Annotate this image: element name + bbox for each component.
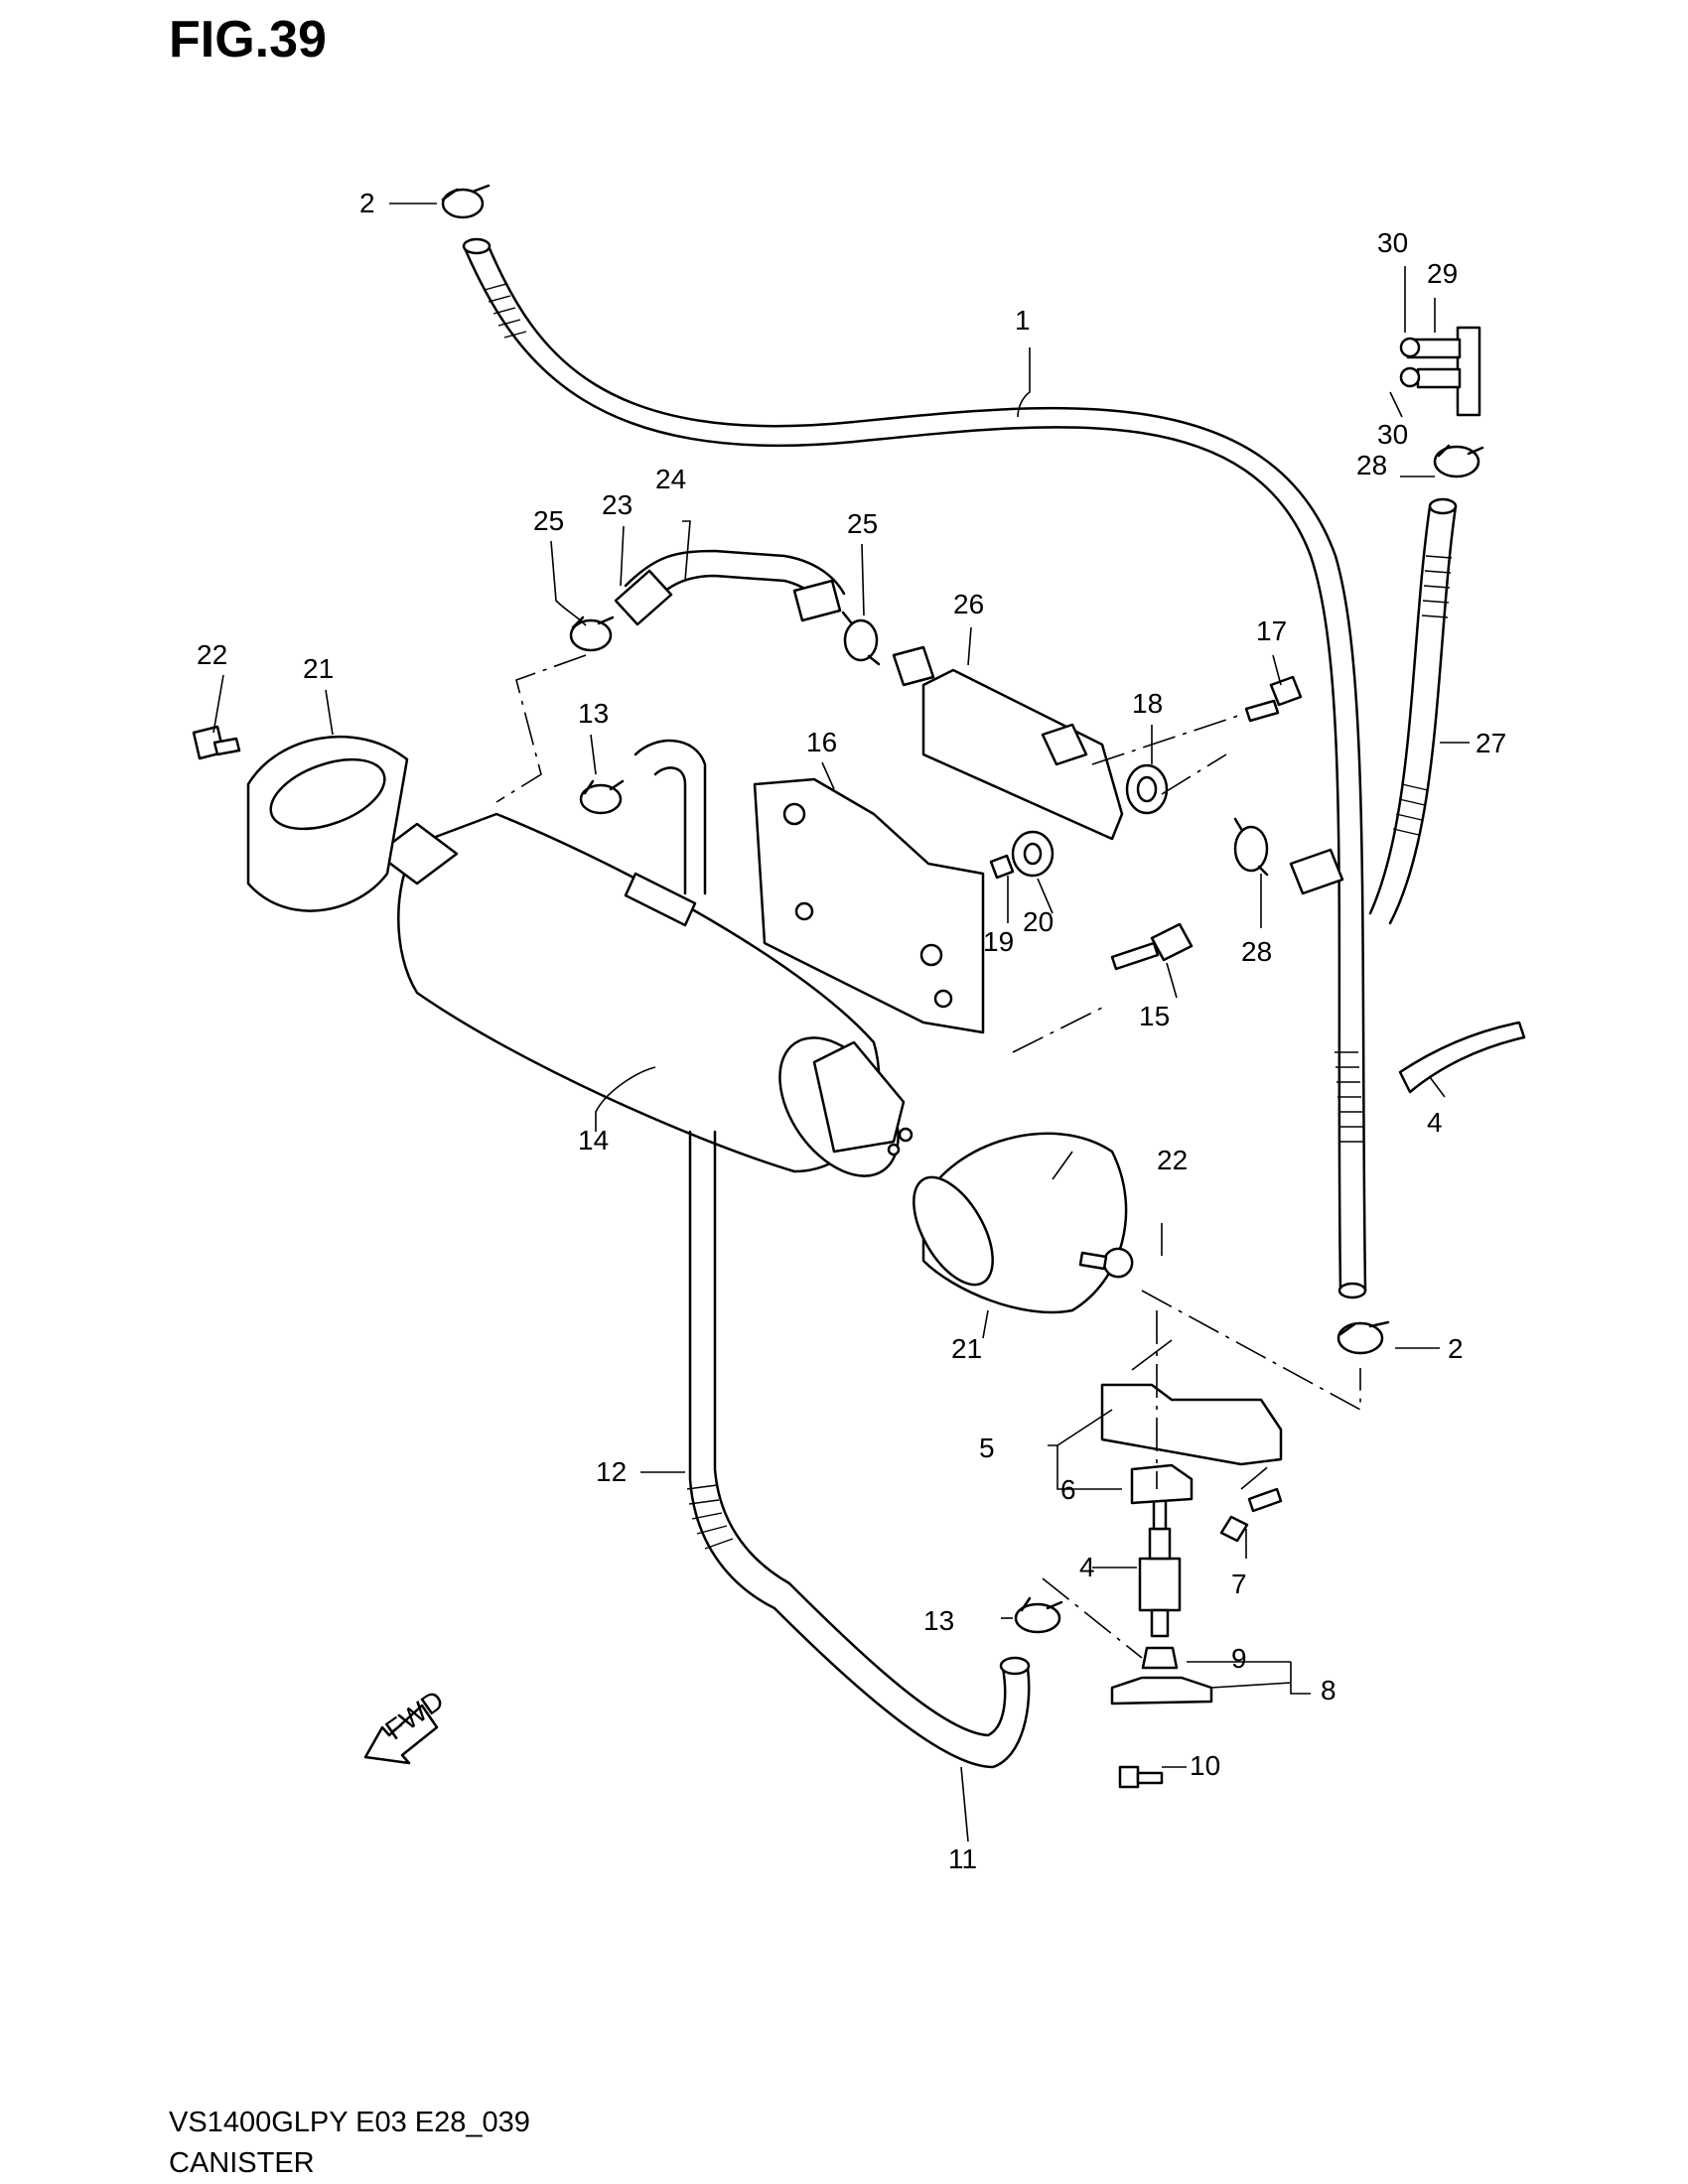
callout-19: 19: [983, 926, 1014, 957]
callout-28-bottom: 28: [1241, 936, 1272, 967]
callout-28-top: 28: [1356, 450, 1387, 480]
model-code: VS1400GLPY E03 E28_039: [169, 2107, 530, 2138]
hose-clamps: [441, 184, 1484, 1634]
cap-30-upper: [1399, 337, 1421, 358]
t-joint-29: [1399, 326, 1481, 417]
callout-13-top: 13: [578, 698, 609, 729]
holder-8: [1110, 1676, 1213, 1706]
callout-18: 18: [1132, 688, 1163, 719]
hose-24: [614, 549, 846, 626]
callout-5: 5: [979, 1433, 995, 1463]
holder-9: [1141, 1646, 1179, 1670]
callout-25-left: 25: [533, 505, 564, 536]
callout-30-bottom: 30: [1377, 419, 1408, 450]
callout-12: 12: [596, 1456, 627, 1487]
callout-16: 15: [1139, 1001, 1170, 1031]
leader-lines: [212, 203, 1470, 1843]
callout-6: 6: [1060, 1474, 1076, 1505]
callout-10: 10: [1190, 1750, 1220, 1781]
callout-2-bottom: 2: [1448, 1333, 1464, 1364]
bolts: [192, 675, 1303, 1789]
callout-labels: 2 1 30 29 30 28 27 28 4 2 22 21 5 6 4 7 …: [197, 188, 1506, 1874]
callout-30-top: 30: [1377, 227, 1408, 258]
fwd-arrow: FWD: [363, 1685, 449, 1765]
hose-27: [1289, 497, 1458, 925]
callout-9: 9: [1231, 1643, 1247, 1674]
bracket-26: [892, 645, 1124, 841]
callout-29: 29: [1427, 258, 1458, 289]
callout-21-right: 21: [951, 1333, 982, 1364]
holder-5: [1100, 1383, 1283, 1466]
callout-2-top: 2: [359, 188, 375, 218]
figure-title: FIG.39: [169, 11, 327, 68]
cap-30-lower: [1399, 366, 1421, 388]
callout-11: 11: [948, 1843, 977, 1874]
cap-21-left: [246, 735, 409, 912]
hose-11: [773, 1581, 1031, 1769]
callout-21-left: 21: [303, 653, 334, 684]
callout-23: 23: [602, 489, 633, 520]
callout-13-bottom: 13: [923, 1605, 954, 1636]
assembly-lines: [495, 654, 1361, 1659]
callout-20: 20: [1023, 906, 1054, 937]
cap-21-right: [913, 1132, 1128, 1314]
callout-24: 24: [655, 464, 686, 494]
callout-4: 4: [1079, 1552, 1095, 1582]
holder-6: [1130, 1463, 1194, 1505]
collar-19: [989, 854, 1015, 880]
callout-22-right: 22: [1157, 1145, 1188, 1175]
callout-27: 27: [1476, 728, 1506, 758]
hose-to-canister: [633, 739, 707, 895]
clamp-3: [1398, 1021, 1526, 1094]
hose-12: [686, 1130, 791, 1610]
canister-14: [375, 812, 914, 1177]
callout-26: 26: [953, 589, 984, 619]
section-name: CANISTER: [169, 2147, 315, 2179]
callout-1: 1: [1015, 305, 1031, 336]
callout-7: 7: [1231, 1569, 1247, 1599]
callout-17: 17: [1256, 615, 1287, 646]
callout-14: 14: [578, 1125, 609, 1156]
callout-15: 16: [806, 727, 837, 757]
fuel-filter-4: [1138, 1487, 1182, 1638]
callout-22-left: 22: [197, 639, 227, 670]
callout-25-right: 25: [847, 508, 878, 539]
callout-3: 4: [1427, 1107, 1443, 1138]
callout-8: 8: [1321, 1675, 1336, 1706]
fitting-23: [614, 569, 673, 626]
bracket-15: [753, 777, 985, 1034]
washers: [989, 763, 1169, 880]
